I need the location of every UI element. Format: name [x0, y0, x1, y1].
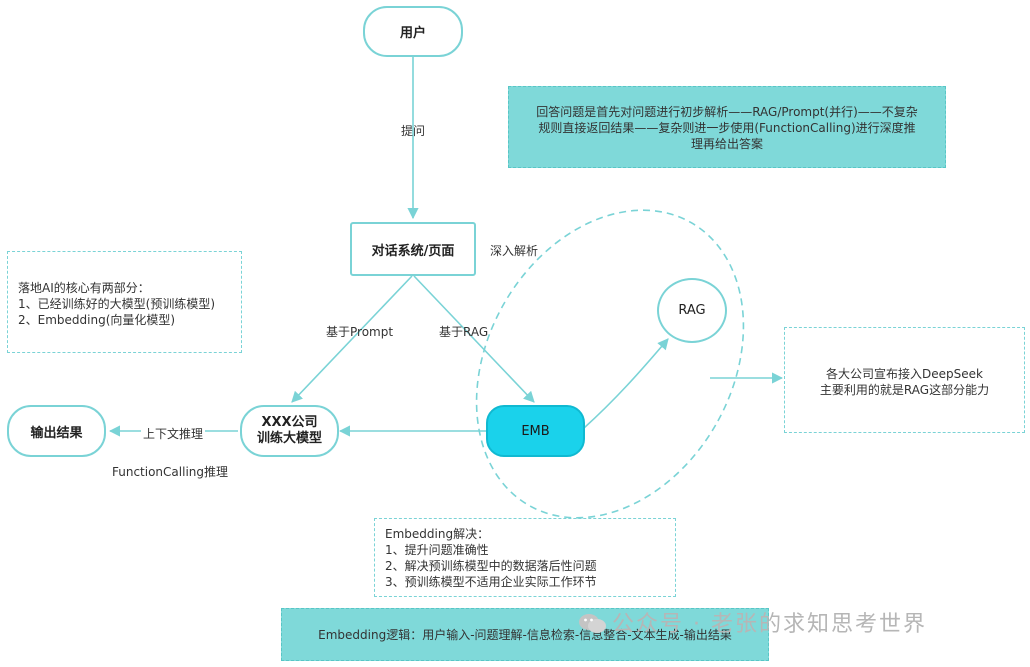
note-deepseek-line: 主要利用的就是RAG这部分能力: [819, 383, 990, 397]
note-answer-flow-line: 回答问题是首先对问题进行初步解析——RAG/Prompt(并行)——不复杂: [536, 105, 918, 119]
note-embedding-solve-line: Embedding解决：: [385, 527, 490, 541]
edge-emb-rag: [583, 338, 669, 429]
note-ai-core: 落地AI的核心有两部分： 1、已经训练好的大模型(预训练模型) 2、Embedd…: [7, 251, 242, 353]
note-ai-core-line: 落地AI的核心有两部分：: [18, 281, 150, 295]
note-embedding-logic: Embedding逻辑：用户输入-问题理解-信息检索-信息整合-文本生成-输出结…: [281, 608, 769, 661]
note-embedding-solve-line: 3、预训练模型不适用企业实际工作环节: [385, 575, 597, 589]
note-embedding-solve-line: 1、提升问题准确性: [385, 543, 489, 557]
node-company-model: XXX公司 训练大模型: [240, 405, 339, 457]
node-output-result: 输出结果: [7, 405, 106, 457]
edge-dialog-model: [291, 275, 413, 403]
edge-label-function-calling: FunctionCalling推理: [112, 465, 228, 479]
node-model-label-line1: XXX公司: [261, 415, 318, 430]
edge-label-deep-parse: 深入解析: [490, 244, 539, 258]
note-ai-core-line: 1、已经训练好的大模型(预训练模型): [18, 297, 215, 311]
edge-dialog-emb: [413, 275, 535, 403]
note-answer-flow-line: 理再给出答案: [690, 137, 763, 151]
node-output-label: 输出结果: [30, 425, 83, 441]
note-deepseek-line: 各大公司宣布接入DeepSeek: [826, 367, 983, 381]
rag-emb-group-ellipse: [475, 209, 745, 519]
node-user: 用户: [363, 6, 463, 57]
watermark-text: 公众号 · 老张的求知思考世界: [612, 612, 927, 637]
node-model-label-line2: 训练大模型: [256, 431, 322, 446]
edge-label-ask: 提问: [401, 124, 426, 138]
node-user-label: 用户: [399, 26, 426, 41]
node-dialog-label: 对话系统/页面: [371, 243, 455, 259]
note-answer-flow-line: 规则直接返回结果——复杂则进一步使用(FunctionCalling)进行深度推: [538, 121, 916, 135]
node-rag: RAG: [657, 278, 727, 343]
node-emb: EMB: [486, 405, 585, 457]
note-answer-flow: 回答问题是首先对问题进行初步解析——RAG/Prompt(并行)——不复杂 规则…: [508, 86, 946, 168]
note-embedding-solve-line: 2、解决预训练模型中的数据落后性问题: [385, 559, 597, 573]
edge-label-context-reasoning: 上下文推理: [141, 425, 206, 442]
edge-label-based-rag: 基于RAG: [439, 325, 489, 339]
node-emb-label: EMB: [521, 423, 550, 439]
node-rag-label: RAG: [678, 303, 706, 318]
edge-label-based-prompt: 基于Prompt: [326, 325, 394, 339]
note-deepseek: 各大公司宣布接入DeepSeek 主要利用的就是RAG这部分能力: [784, 327, 1025, 433]
note-embedding-logic-text: Embedding逻辑：用户输入-问题理解-信息检索-信息整合-文本生成-输出结…: [318, 627, 732, 642]
watermark: 公众号 · 老张的求知思考世界: [578, 606, 927, 638]
note-ai-core-line: 2、Embedding(向量化模型): [18, 313, 176, 327]
node-dialog-system: 对话系统/页面: [350, 222, 476, 276]
wechat-icon: [579, 614, 606, 633]
note-embedding-solve: Embedding解决： 1、提升问题准确性 2、解决预训练模型中的数据落后性问…: [374, 518, 676, 597]
